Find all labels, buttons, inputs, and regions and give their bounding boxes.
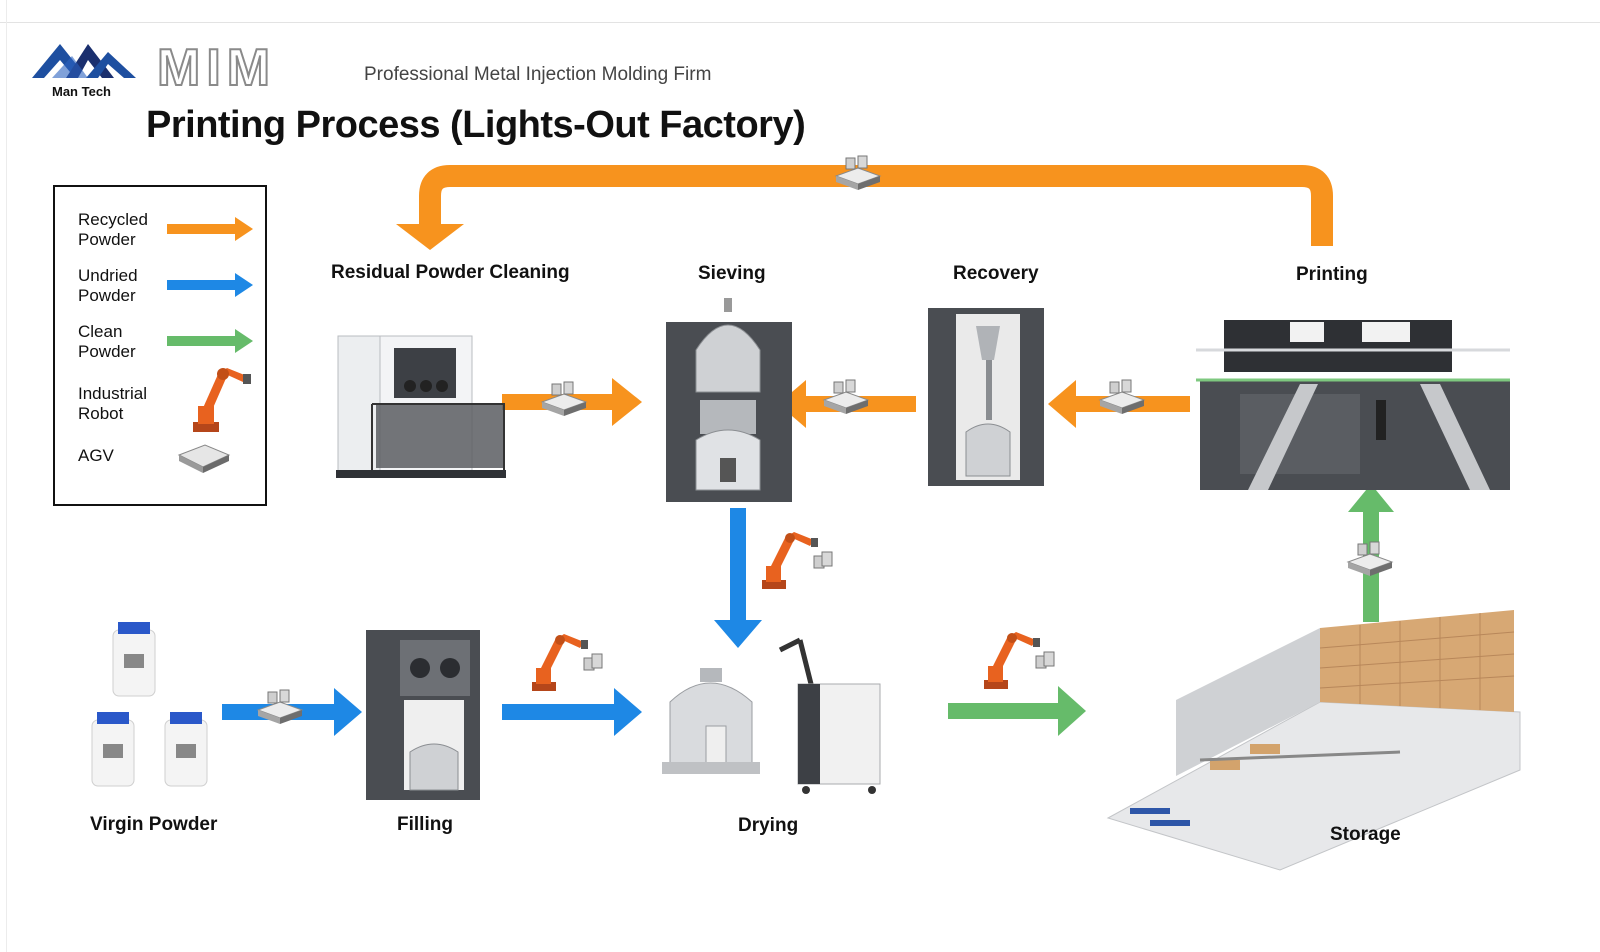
recycled-loop-path bbox=[419, 165, 1333, 246]
node-label-drying: Drying bbox=[738, 815, 799, 836]
top-divider bbox=[0, 22, 1600, 23]
agv-icon bbox=[1347, 541, 1393, 577]
legend-recycled-arrow-icon bbox=[167, 217, 253, 241]
residual-cleaning-machine bbox=[336, 335, 506, 478]
legend-agv-icon bbox=[177, 444, 231, 473]
logo-name: Man Tech bbox=[52, 84, 111, 99]
mim-wordmark: MIM bbox=[156, 39, 277, 97]
tagline: Professional Metal Injection Molding Fir… bbox=[364, 64, 712, 85]
recycled-loop-arrowhead bbox=[396, 224, 464, 250]
node-label-sieving: Sieving bbox=[698, 263, 766, 284]
man-tech-logo-icon bbox=[32, 44, 136, 78]
node-label-recovery: Recovery bbox=[953, 263, 1039, 284]
robot-icon bbox=[761, 531, 833, 590]
robot-icon bbox=[531, 633, 603, 692]
drying-machines bbox=[662, 637, 881, 794]
virgin-powder-bottles bbox=[91, 622, 208, 787]
legend-label-agv: AGV bbox=[78, 446, 114, 465]
recovery-machine bbox=[928, 308, 1044, 486]
legend-clean-arrow-icon bbox=[167, 329, 253, 353]
sieving-machine bbox=[666, 298, 792, 502]
storage-warehouse bbox=[1106, 610, 1521, 871]
node-label-virgin: Virgin Powder bbox=[90, 814, 218, 835]
arrow-filling-to-drying bbox=[502, 704, 618, 720]
printing-machine bbox=[1196, 320, 1510, 490]
robot-icon bbox=[983, 631, 1055, 690]
arrow-sieving-to-drying bbox=[730, 508, 746, 626]
page-title: Printing Process (Lights-Out Factory) bbox=[146, 104, 806, 146]
node-label-residual: Residual Powder Cleaning bbox=[331, 262, 570, 283]
node-label-filling: Filling bbox=[397, 814, 453, 835]
arrow-drying-to-storage bbox=[948, 703, 1060, 719]
node-label-printing: Printing bbox=[1296, 264, 1368, 285]
filling-machine bbox=[366, 630, 480, 800]
legend-robot-icon bbox=[193, 368, 251, 432]
left-divider bbox=[6, 0, 7, 952]
legend-undried-arrow-icon bbox=[167, 273, 253, 297]
node-label-storage: Storage bbox=[1330, 824, 1401, 845]
